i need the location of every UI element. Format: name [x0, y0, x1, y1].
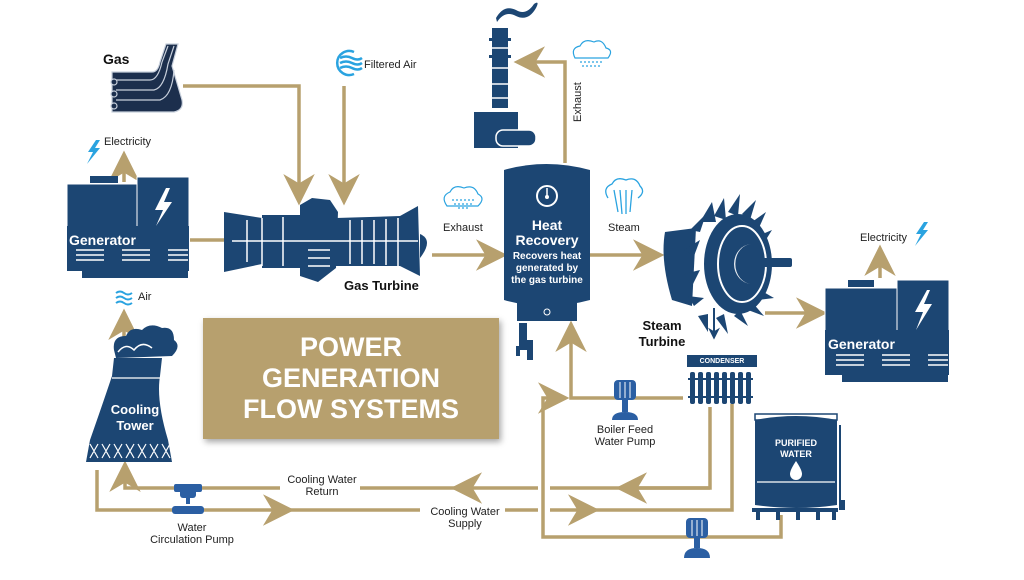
- steam-turbine: [663, 194, 792, 340]
- steam-cloud-icon: [605, 178, 644, 215]
- exhaust-label: Exhaust: [443, 222, 483, 234]
- diagram-title: POWER GENERATION FLOW SYSTEMS: [243, 332, 459, 425]
- boiler-feed-pump-label-line2: Water Pump: [594, 436, 656, 448]
- cooling-tower: [86, 325, 178, 462]
- pipe-cooling-supply-left: [95, 470, 295, 526]
- generator-right-label: Generator: [828, 336, 895, 352]
- cooling-water-return-label: Cooling Water Return: [282, 474, 362, 498]
- air-wave-icon: [336, 49, 363, 77]
- electricity-right-label: Electricity: [860, 232, 908, 244]
- electricity-bolt-right-icon: [915, 222, 928, 246]
- boiler-feed-pump-label: Boiler Feed Water Pump: [584, 424, 666, 448]
- steam-turbine-label: Steam Turbine: [634, 318, 690, 350]
- water-drop-icon: [790, 461, 802, 480]
- heat-recovery-desc-line2: generated by: [515, 263, 579, 274]
- steam-label: Steam: [608, 222, 640, 234]
- title-line-2: GENERATION: [261, 363, 440, 393]
- gauge-icon: [536, 185, 558, 207]
- water-circulation-pump-label-line1: Water: [177, 522, 207, 534]
- heat-recovery-desc-line3: the gas turbine: [511, 275, 583, 286]
- steam-turbine-label-line2: Turbine: [638, 334, 686, 349]
- pipe-purified-to-feed: [537, 382, 783, 539]
- boiler-feed-pump-label-line1: Boiler Feed: [596, 424, 654, 436]
- purified-water-label-line2: WATER: [780, 449, 812, 459]
- air-waves-icon: [115, 290, 133, 306]
- lightning-right-icon: [915, 290, 932, 330]
- generator-left-label: Generator: [69, 232, 136, 248]
- heat-recovery-desc: Recovers heat generated by the gas turbi…: [500, 251, 594, 287]
- steam-turbine-label-line1: Steam: [642, 318, 682, 333]
- exhaust-stack-label: Exhaust: [572, 82, 584, 122]
- cooling-water-supply-line1: Cooling Water: [430, 506, 500, 518]
- cooling-water-return-line2: Return: [305, 486, 339, 498]
- cooling-tower-label-line2: Tower: [116, 418, 154, 433]
- cooling-water-supply-line2: Supply: [448, 518, 482, 530]
- condenser: [687, 355, 757, 404]
- purified-water-label: PURIFIED WATER: [755, 438, 837, 460]
- cooling-water-return-line1: Cooling Water: [287, 474, 357, 486]
- heat-recovery-unit: [504, 164, 590, 360]
- pipe-cooling-supply-right2: [590, 404, 734, 512]
- purified-water-label-line1: PURIFIED: [774, 438, 817, 448]
- pipe-gas-to-turbine: [183, 84, 315, 206]
- title-line-3: FLOW SYSTEMS: [243, 394, 459, 424]
- generator-right: [824, 279, 950, 382]
- water-circulation-pump-label-line2: Circulation Pump: [150, 534, 234, 546]
- heat-recovery-title-line1: Heat: [531, 217, 563, 233]
- gas-label: Gas: [103, 51, 130, 67]
- pipes: [95, 46, 896, 539]
- condenser-label: CONDENSER: [699, 358, 745, 365]
- heat-recovery-title-line2: Recovery: [515, 232, 579, 248]
- cooling-water-supply-label: Cooling Water Supply: [424, 506, 506, 530]
- pipe-hrsg-to-stack: [513, 46, 567, 163]
- air-label: Air: [138, 291, 152, 303]
- filtered-air-label: Filtered Air: [364, 59, 417, 71]
- gas-pipes-icon: [110, 43, 183, 113]
- water-circulation-pump-icon: [172, 484, 204, 514]
- electricity-bolt-left-icon: [87, 140, 100, 164]
- water-circulation-pump-label: Water Circulation Pump: [150, 522, 234, 546]
- pipe-condenser-to-hrsg: [555, 320, 683, 400]
- pipe-cooling-return-left: [125, 470, 460, 488]
- purified-water-tank: [752, 413, 845, 520]
- generator-left: [66, 176, 190, 278]
- heat-recovery-title: Heat Recovery: [504, 218, 590, 248]
- purified-water-pump-icon: [684, 518, 710, 558]
- exhaust-cloud-icon: [572, 40, 612, 67]
- title-box: POWER GENERATION FLOW SYSTEMS: [203, 318, 499, 439]
- exhaust-cloud-left-icon: [443, 186, 483, 209]
- gas-turbine: [224, 198, 427, 282]
- electricity-left-label: Electricity: [104, 136, 152, 148]
- cooling-tower-label-line1: Cooling: [110, 402, 160, 417]
- gas-turbine-label: Gas Turbine: [344, 278, 419, 293]
- heat-recovery-desc-line1: Recovers heat: [512, 251, 582, 262]
- smokestack-icon: [474, 2, 538, 148]
- title-line-1: POWER: [299, 332, 402, 362]
- cooling-tower-label: Cooling Tower: [100, 402, 170, 434]
- lightning-icon: [155, 188, 172, 226]
- boiler-feed-pump-icon: [612, 380, 638, 420]
